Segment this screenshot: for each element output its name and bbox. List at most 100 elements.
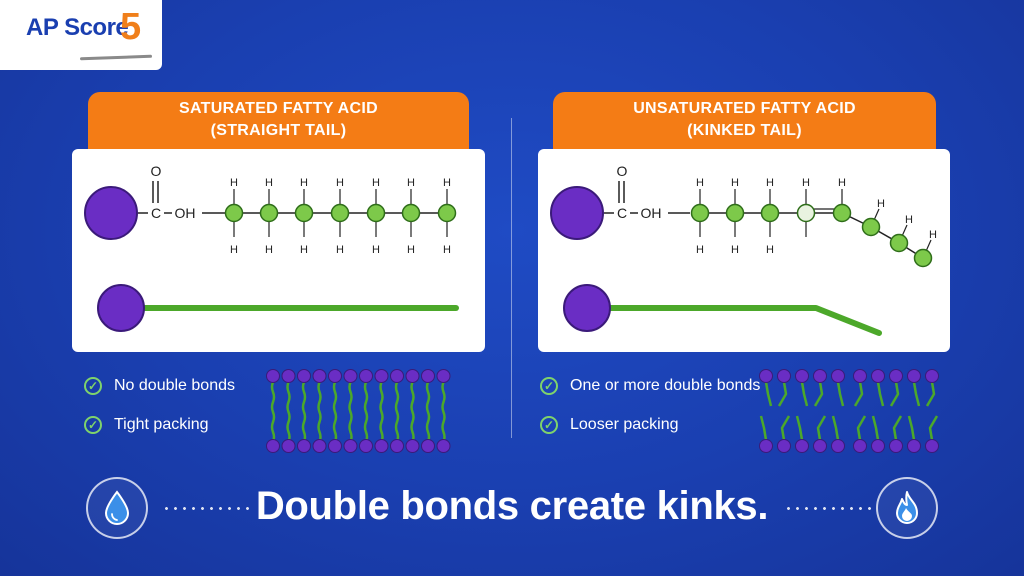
check-icon: ✓ [540,377,558,395]
hydrogen-label: H [766,177,774,189]
saturated-subtitle: (STRAIGHT TAIL) [210,122,347,139]
lipid-head [907,439,921,453]
hydrogen-label: H [443,244,451,256]
lipid-head [813,439,827,453]
kinked-lipid-tail [907,415,916,441]
hydrogen-label: H [265,244,273,256]
lipid-head [421,439,435,453]
lipid-head [795,369,809,383]
flame-icon [876,477,938,539]
lipid-head [312,369,327,383]
check-icon: ✓ [84,377,102,395]
carbon-node [725,203,745,223]
head-group-circle [550,186,604,240]
carboxyl-c-label: C [617,205,627,221]
feature-label: One or more double bonds [570,377,761,394]
lipid-head [374,439,389,453]
carbonyl-o-label: O [151,163,162,179]
kinked-lipid-tail [764,381,773,407]
lipid-head [421,369,435,383]
hydrogen-label: H [265,177,273,189]
carbon-node [913,248,933,268]
lipid-head [343,439,358,453]
unsaturated-title: UNSATURATED FATTY ACID [633,100,856,117]
kinked-lipid-tail [856,415,867,441]
carbon-node [437,203,457,223]
kinked-lipid-tail [800,381,809,407]
kinked-lipid-tail [816,415,827,441]
kinked-lipid-tail [876,381,885,407]
right-dotted-line [784,507,872,510]
lipid-head [759,369,773,383]
lipid-head [281,369,296,383]
hydrogen-label: H [336,244,344,256]
carbon-node [861,217,881,237]
check-icon: ✓ [540,416,558,434]
feature-label: Tight packing [114,416,209,433]
kinked-lipid-tail [871,415,880,441]
hydrogen-label: H [372,177,380,189]
kinked-lipid-tail [912,381,921,407]
feature-looser-packing: ✓ Looser packing [540,416,679,434]
feature-tight-packing: ✓ Tight packing [84,416,209,434]
brand-logo: AP Score 5 [0,0,162,70]
lipid-head [297,369,311,383]
carbon-node [690,203,710,223]
lipid-head [889,369,903,383]
lipid-head [871,439,885,453]
kinked-lipid-tail [795,415,804,441]
saturated-title: SATURATED FATTY ACID [179,100,378,117]
kinked-lipid-tail [759,415,768,441]
lipid-head [390,369,404,383]
hydrogen-label: H [802,177,810,189]
carboxyl-c-label: C [151,205,161,221]
kinked-lipid-tail [813,381,824,407]
loose-membrane-diagram [759,369,939,453]
carbon-node [401,203,421,223]
lipid-head [312,439,327,453]
hydrogen-label: H [929,229,937,241]
feature-double-bonds: ✓ One or more double bonds [540,377,760,395]
check-icon: ✓ [84,416,102,434]
lipid-head [831,369,845,383]
kinked-lipid-tail [889,381,900,407]
simplified-head-circle [97,284,145,332]
kinked-lipid-tail [928,415,939,441]
saturated-header: SATURATED FATTY ACID (STRAIGHT TAIL) [88,92,469,150]
lipid-head [359,369,373,383]
lipid-head [853,439,867,453]
hydrogen-label: H [905,214,913,226]
hydrogen-label: H [336,177,344,189]
lipid-head [266,439,280,453]
lipid-head [297,439,311,453]
hydrogen-label: H [766,244,774,256]
water-drop-icon [86,477,148,539]
panel-divider [511,118,512,438]
hydroxyl-label: OH [175,205,196,221]
lipid-head [759,439,773,453]
left-dotted-line [162,507,252,510]
unsaturated-subtitle: (KINKED TAIL) [687,122,802,139]
hydrogen-label: H [696,177,704,189]
lipid-head [795,439,809,453]
lipid-head [813,369,827,383]
carbon-node [889,233,909,253]
lipid-head [405,439,420,453]
logo-underline [79,54,153,61]
simplified-head-circle [563,284,611,332]
lipid-head [405,369,420,383]
unsaturated-header: UNSATURATED FATTY ACID (KINKED TAIL) [553,92,936,150]
lipid-head [889,439,903,453]
kinked-lipid-tail [853,381,864,407]
kinked-tail-line [605,305,882,336]
lipid-head [925,439,939,453]
hydrogen-label: H [300,177,308,189]
head-group-circle [84,186,138,240]
lipid-head [343,369,358,383]
lipid-head [436,369,451,383]
